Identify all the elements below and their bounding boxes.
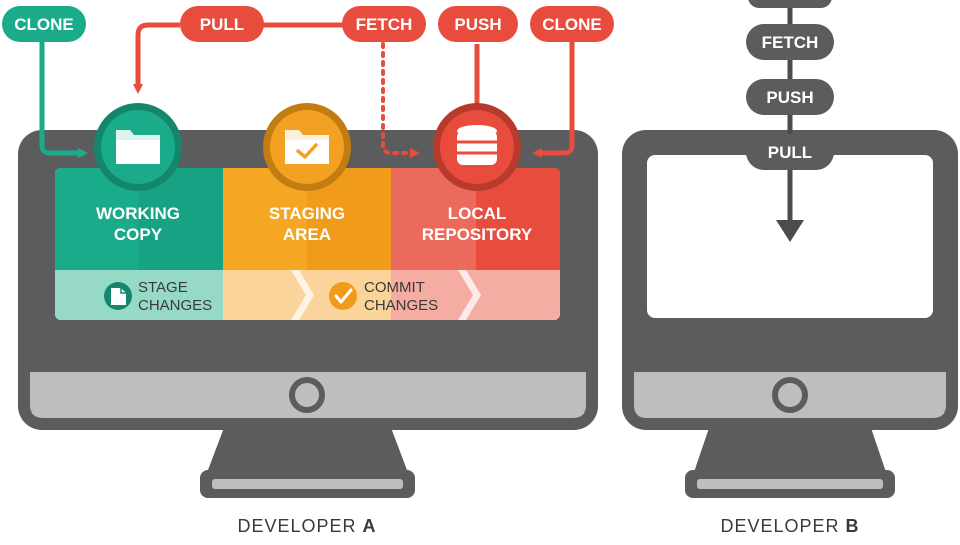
clone-to-local-repo-arrow	[532, 40, 575, 158]
checkmark-icon	[329, 282, 357, 310]
developer-b-prefix: DEVELOPER	[720, 516, 845, 536]
staging-area-icon-badge	[263, 103, 351, 191]
clone-to-working-copy-arrow	[39, 40, 88, 158]
pull-b-pill: PULL	[746, 134, 834, 170]
developer-b-label: DEVELOPER B	[720, 516, 859, 536]
monitor-a-power-button	[289, 377, 325, 413]
staging-area-title-line1: STAGING	[269, 204, 345, 223]
push-pill: PUSH	[438, 6, 518, 42]
pull-to-working-copy-arrow	[133, 22, 180, 94]
fetch-to-local-repo-arrow	[381, 42, 420, 158]
push-b-label: PUSH	[766, 88, 813, 107]
folder-check-icon	[285, 130, 329, 164]
stage-changes-step: STAGE CHANGES	[104, 279, 212, 314]
pull-label: PULL	[200, 15, 244, 34]
monitor-b-base-highlight	[697, 479, 883, 489]
pull-pill: PULL	[180, 6, 264, 42]
pull-b-label: PULL	[768, 143, 812, 162]
fetch-pill: FETCH	[342, 6, 426, 42]
monitor-a-chin	[30, 372, 586, 418]
staging-area-title-line2: AREA	[283, 225, 331, 244]
fetch-label: FETCH	[356, 15, 413, 34]
commit-changes-label-line2: CHANGES	[364, 297, 438, 314]
local-repository-icon-badge	[433, 103, 521, 191]
developer-a-label: DEVELOPER A	[237, 516, 376, 536]
stage-changes-label-line1: STAGE	[138, 279, 188, 296]
working-copy-title-line1: WORKING	[96, 204, 180, 223]
monitor-a-stand	[205, 425, 410, 478]
step-chevron-1	[291, 270, 314, 320]
monitor-b-stand	[692, 425, 888, 478]
monitor-a-base-highlight	[212, 479, 403, 489]
developer-b-flow-arrowhead	[776, 220, 804, 242]
working-copy-title-line2: COPY	[114, 225, 163, 244]
clone-right-pill: CLONE	[530, 6, 614, 42]
database-icon	[457, 125, 497, 165]
commit-changes-label-line1: COMMIT	[364, 279, 425, 296]
monitor-b-power-button	[772, 377, 808, 413]
clone-left-pill: CLONE	[2, 6, 86, 42]
stage-changes-label-line2: CHANGES	[138, 297, 212, 314]
local-repository-title-line2: REPOSITORY	[422, 225, 533, 244]
monitor-b-chin	[634, 372, 946, 418]
commit-changes-step: COMMIT CHANGES	[329, 279, 438, 314]
working-copy-icon-badge	[94, 103, 182, 191]
clone-right-label: CLONE	[542, 15, 602, 34]
fetch-b-label: FETCH	[762, 33, 819, 52]
push-b-pill: PUSH	[746, 79, 834, 115]
folder-icon	[116, 130, 160, 164]
developer-b-letter: B	[846, 516, 860, 536]
push-label: PUSH	[454, 15, 501, 34]
local-repository-title-line1: LOCAL	[448, 204, 507, 223]
developer-a-letter: A	[363, 516, 377, 536]
developer-a-prefix: DEVELOPER	[237, 516, 362, 536]
clone-left-label: CLONE	[14, 15, 74, 34]
developer-b-top-pill-partial	[748, 0, 832, 8]
step-chevron-2	[458, 270, 481, 320]
fetch-b-pill: FETCH	[746, 24, 834, 60]
